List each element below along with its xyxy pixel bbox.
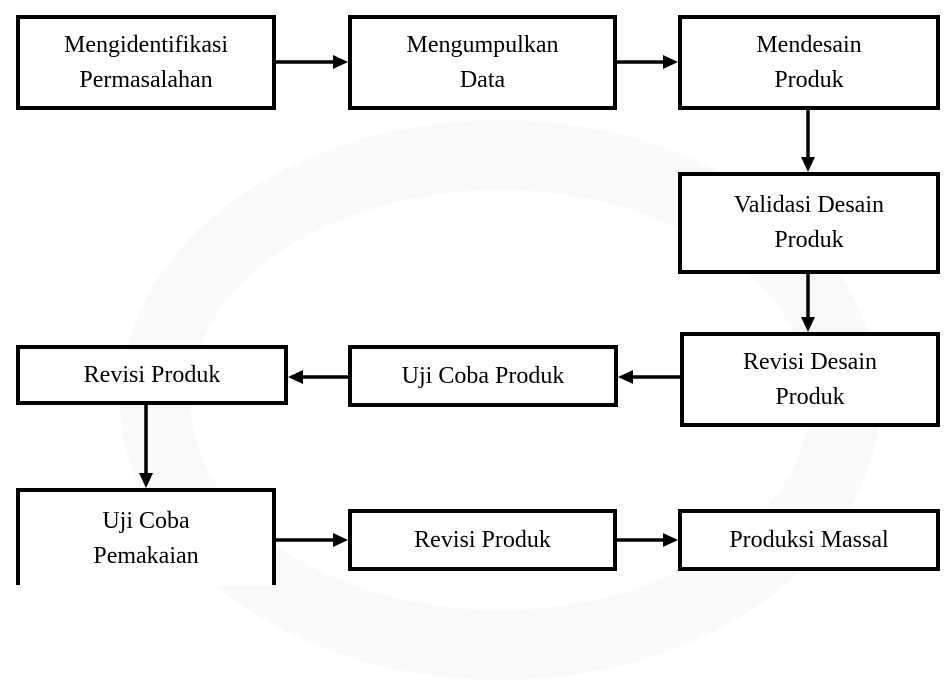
step-revise-product-1: Revisi Produk	[16, 345, 288, 405]
step-trial: Uji Coba Produk	[348, 345, 618, 407]
step-usage-trial: Uji Coba Pemakaian	[16, 488, 276, 585]
step-revise-design: Revisi Desain Produk	[680, 332, 940, 427]
step-identify-problem: Mengidentifikasi Permasalahan	[16, 15, 276, 110]
step-revise-product-2: Revisi Produk	[348, 509, 617, 571]
step-validate-design: Validasi Desain Produk	[678, 172, 940, 274]
arrow-validate-to-revise-design-head	[801, 317, 815, 332]
arrow-design-to-validate-head	[801, 157, 815, 172]
arrow-identify-to-collect-head	[333, 55, 348, 69]
arrow-revise-product-to-usage-trial-head	[139, 473, 153, 488]
step-collect-data: Mengumpulkan Data	[348, 15, 617, 110]
arrow-collect-to-design-head	[663, 55, 678, 69]
arrow-usage-trial-to-revise-product-head	[333, 533, 348, 547]
arrow-trial-to-revise-product-head	[288, 370, 303, 384]
arrow-revise-design-to-trial-head	[618, 370, 633, 384]
step-mass-production: Produksi Massal	[678, 509, 940, 571]
step-design-product: Mendesain Produk	[678, 15, 940, 110]
arrow-revise-product-to-mass-production-head	[663, 533, 678, 547]
